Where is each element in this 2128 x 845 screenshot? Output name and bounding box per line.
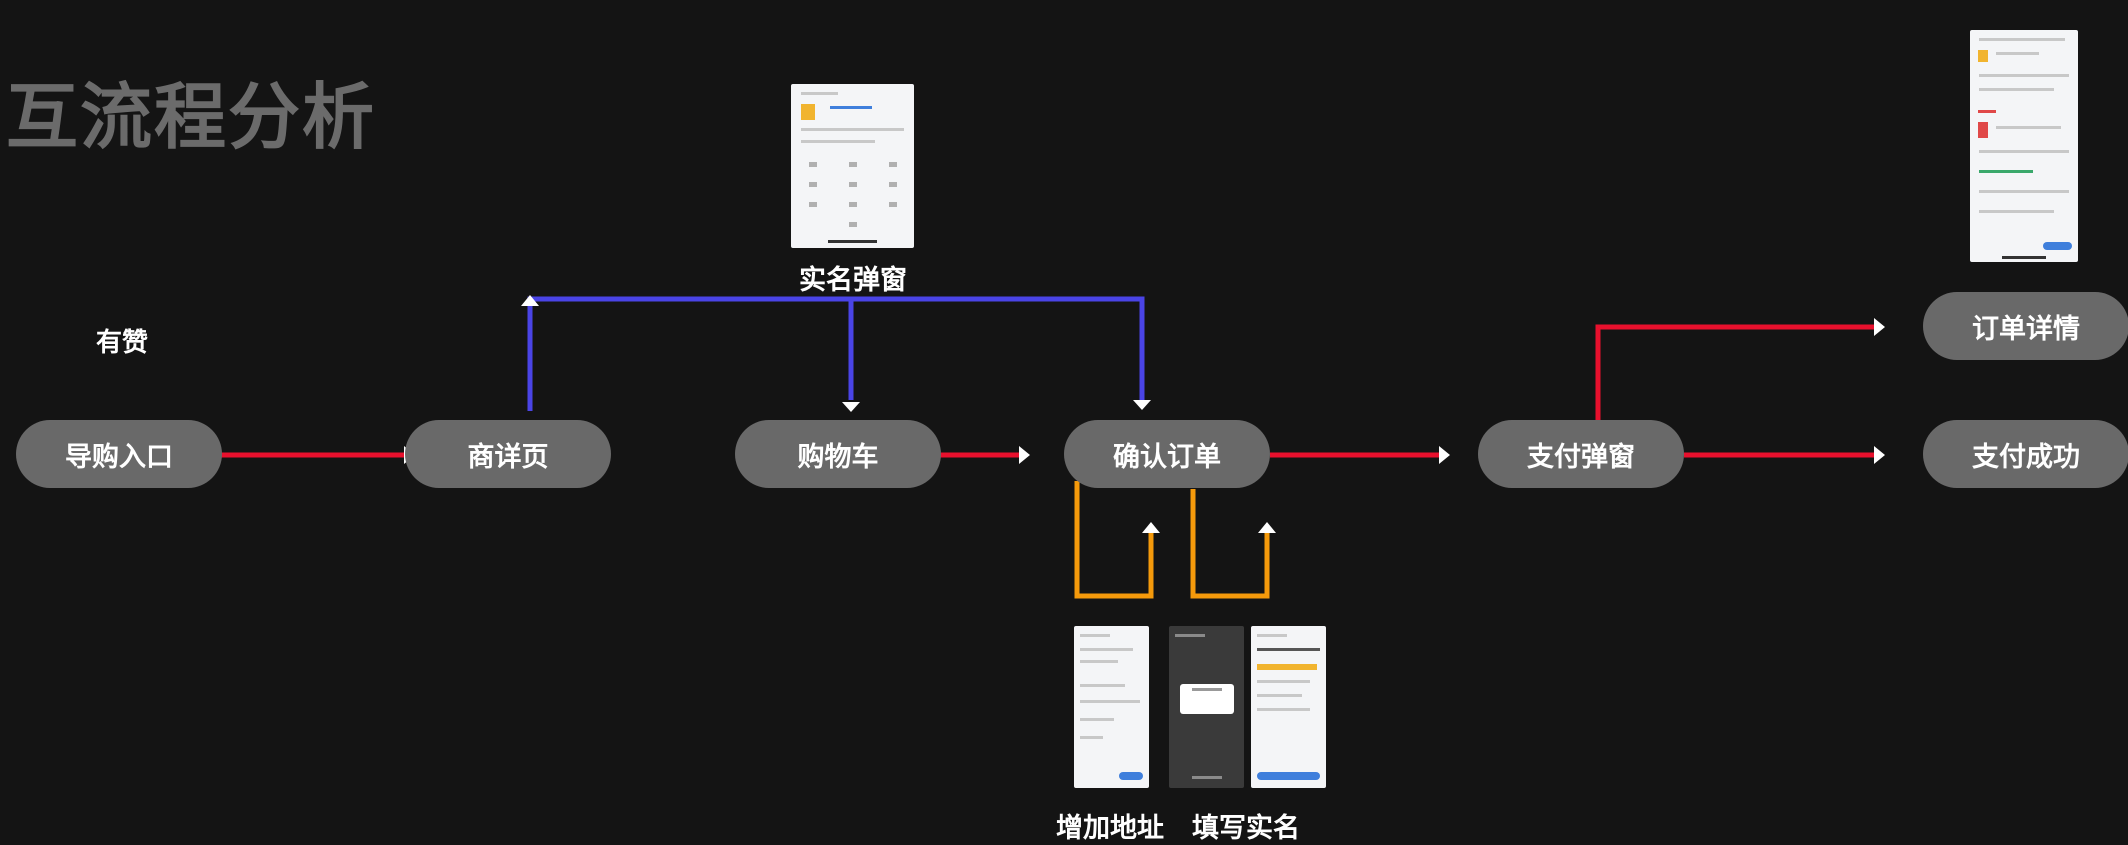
arrowhead-up (1142, 522, 1160, 533)
arrowhead-down (842, 402, 860, 412)
edge-realname-loop (1190, 489, 1270, 599)
node-label: 订单详情 (1972, 313, 2080, 345)
arrowhead-up (1258, 522, 1276, 533)
realname-alert-screenshot (1169, 626, 1244, 788)
node-label: 商详页 (467, 441, 549, 473)
arrowhead-right (1874, 318, 1885, 336)
add-address-caption: 增加地址 (1056, 813, 1164, 844)
realname-flow-lines (527, 296, 1145, 411)
node-confirm-order: 确认订单 (1064, 420, 1270, 488)
node-label: 确认订单 (1113, 441, 1221, 473)
arrowhead-down (1133, 400, 1151, 410)
arrowhead-right (1874, 446, 1885, 464)
arrowhead-right (1439, 446, 1450, 464)
page-title: 互流程分析 (6, 75, 377, 159)
add-address-screenshot (1074, 626, 1149, 788)
node-cart: 购物车 (735, 420, 941, 488)
realname-popup-screenshot (791, 84, 914, 248)
node-order-detail: 订单详情 (1923, 292, 2128, 360)
order-detail-screenshot (1970, 30, 2078, 262)
realname-popup-caption: 实名弹窗 (799, 265, 907, 296)
arrowhead-up (521, 295, 539, 306)
brand-label: 有赞 (96, 328, 149, 358)
node-label: 购物车 (797, 441, 879, 473)
node-product-detail: 商详页 (405, 420, 611, 488)
node-payment-popup: 支付弹窗 (1478, 420, 1684, 488)
node-label: 支付成功 (1972, 441, 2080, 473)
edge-payment-to-order-detail (1595, 324, 1875, 421)
node-entry: 导购入口 (16, 420, 222, 488)
node-payment-success: 支付成功 (1923, 420, 2128, 488)
edge-detail-up (527, 296, 1145, 411)
node-label: 导购入口 (65, 441, 173, 473)
node-label: 支付弹窗 (1527, 441, 1635, 473)
edge-address-loop (1074, 481, 1154, 599)
main-flow-lines (208, 324, 1875, 458)
arrowhead-right (1019, 446, 1030, 464)
fill-realname-screenshot (1251, 626, 1326, 788)
fill-realname-caption: 填写实名 (1192, 813, 1300, 844)
sub-flow-lines (1074, 481, 1270, 599)
